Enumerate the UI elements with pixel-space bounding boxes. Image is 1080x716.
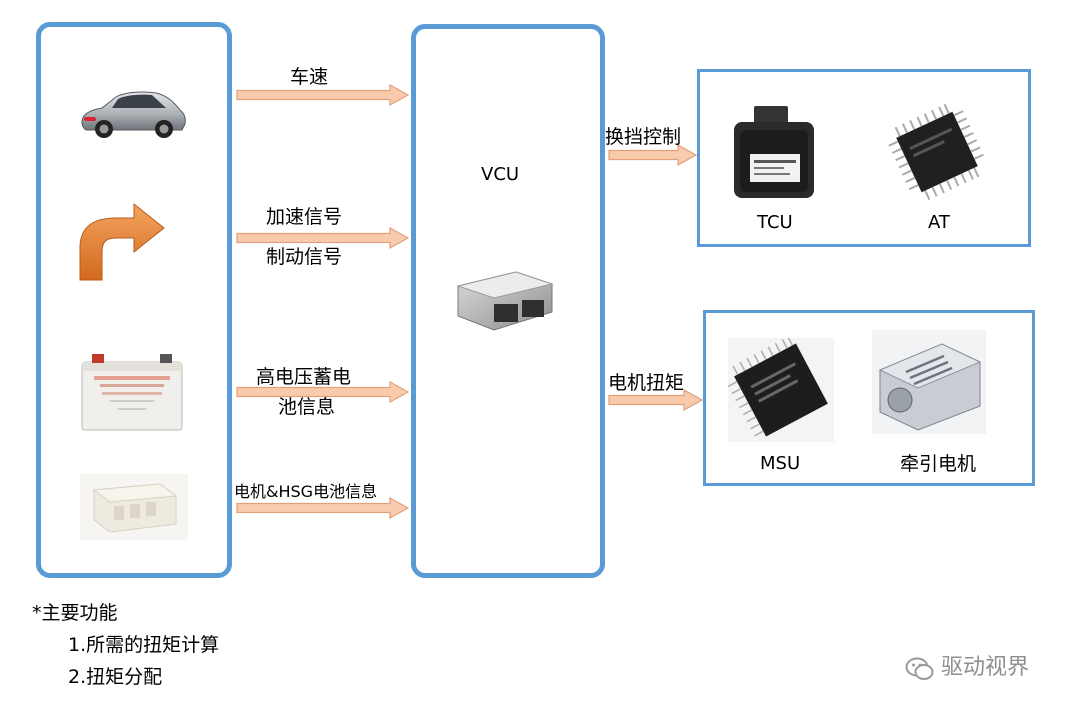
car-image: [76, 80, 188, 144]
battery-image: [80, 352, 184, 432]
shift-arrow: [608, 144, 698, 166]
notes-item-2: 2.扭矩分配: [68, 666, 163, 688]
hv-battery-label-line2: 池信息: [278, 396, 336, 418]
at-label: AT: [928, 212, 950, 233]
msu-chip-image: [728, 338, 834, 442]
tcu-label: TCU: [757, 212, 793, 233]
accel-brake-arrow: [236, 227, 410, 249]
watermark-text: 驱动视界: [941, 655, 1030, 680]
curved-arrow-icon: [76, 198, 168, 282]
accel-label: 加速信号: [266, 206, 343, 228]
torque-arrow: [608, 389, 704, 411]
speed-label: 车速: [290, 66, 329, 88]
traction-motor-label: 牵引电机: [900, 453, 977, 475]
tcu-image: [728, 104, 820, 202]
msu-label: MSU: [760, 453, 801, 474]
at-chip-image: [884, 102, 990, 202]
traction-motor-image: [872, 330, 986, 434]
shift-label: 换挡控制: [605, 126, 682, 148]
vcu-ecu-image: [454, 270, 556, 332]
torque-label: 电机扭矩: [608, 372, 685, 394]
brake-label: 制动信号: [266, 246, 343, 268]
motor-hsg-label: 电机&HSG电池信息: [234, 482, 378, 501]
notes-heading: *主要功能: [32, 602, 118, 624]
speed-arrow: [236, 84, 410, 106]
motor-hsg-arrow: [236, 497, 410, 519]
notes-item-1: 1.所需的扭矩计算: [68, 634, 220, 656]
connector-image: [80, 474, 188, 540]
hv-battery-label-line1: 高电压蓄电: [256, 366, 352, 388]
wechat-icon: [905, 656, 935, 682]
hv-battery-arrow: [236, 381, 410, 403]
vcu-title: VCU: [481, 164, 520, 185]
